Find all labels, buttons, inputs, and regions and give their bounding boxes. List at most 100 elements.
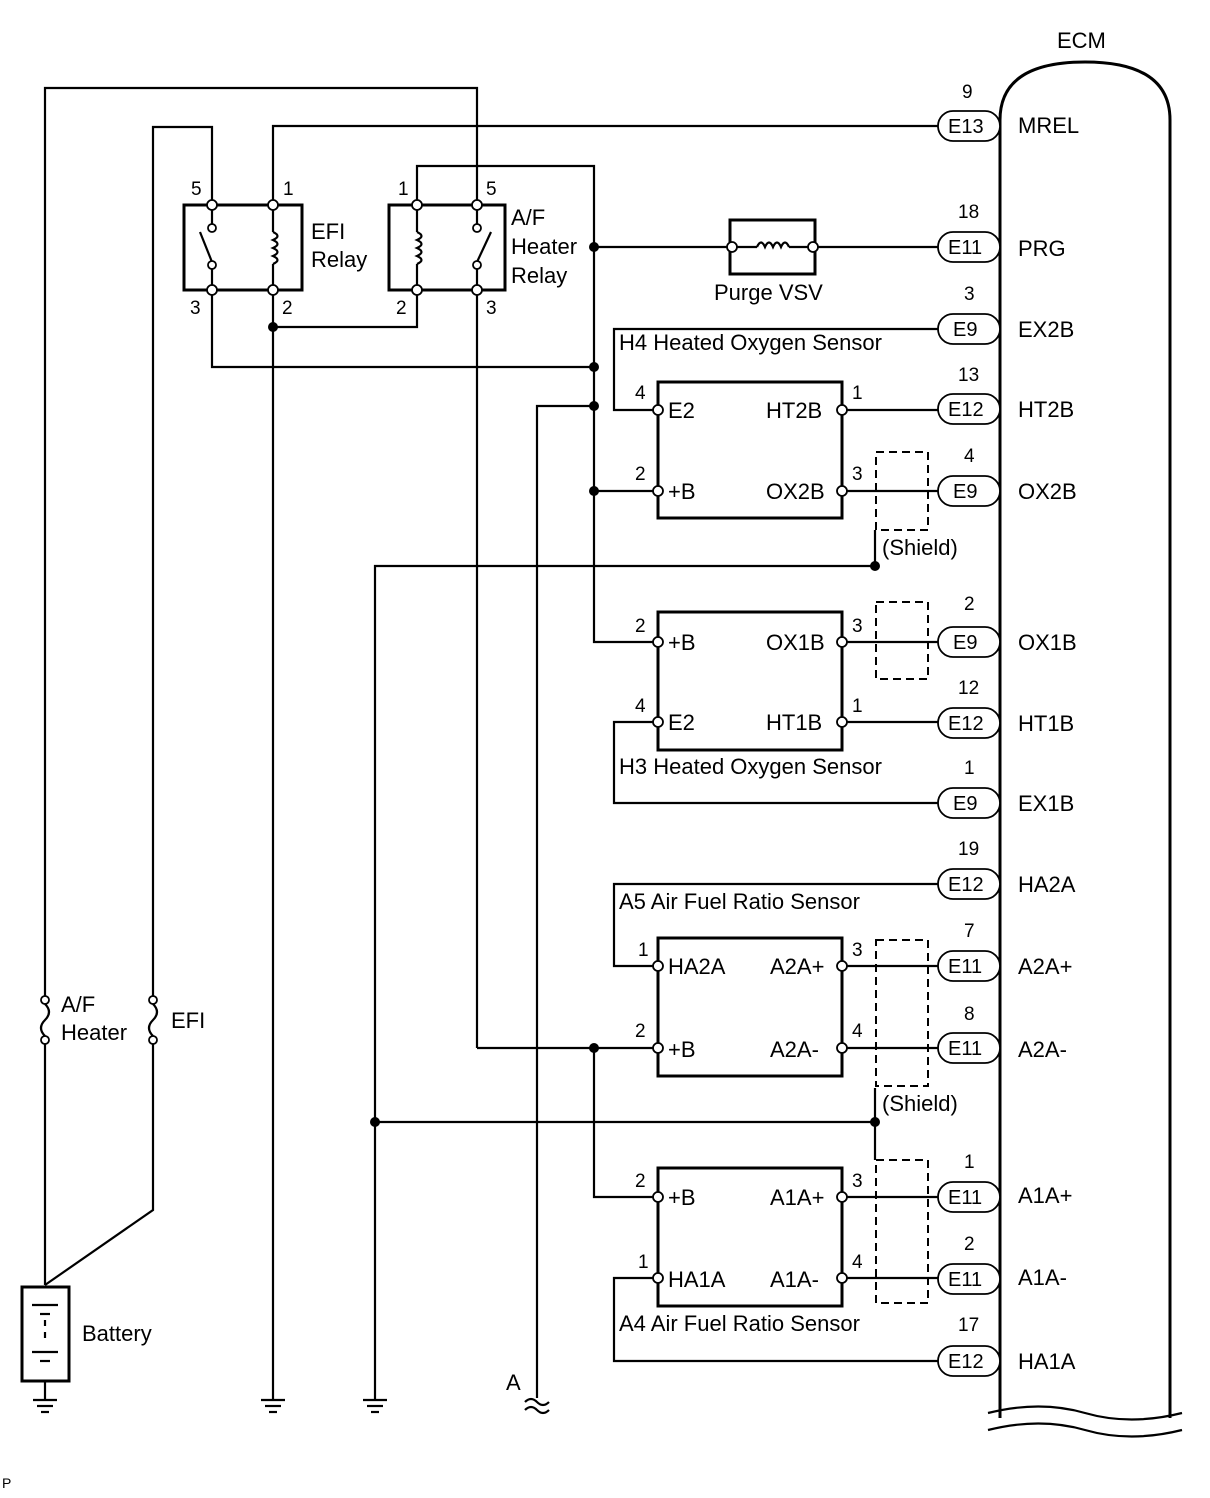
ecm-pin-ht2b: 13 E12 HT2B — [937, 365, 1074, 425]
sensor-pin-num: 4 — [635, 383, 646, 404]
ecm-connectors: 9 E13 MREL 18 E11 PRG 3 E9 EX2B 13 E12 H… — [937, 82, 1079, 1377]
sensor-a4: A4 Air Fuel Ratio Sensor 2 +B 1 HA1A 3 A… — [619, 1166, 863, 1336]
ground-a-label: A — [506, 1370, 521, 1395]
ecm-signal: HA1A — [1018, 1349, 1076, 1374]
sensor-a5: A5 Air Fuel Ratio Sensor 1 HA2A 2 +B 3 A… — [619, 889, 863, 1078]
ecm-pin-a2a-minus: 8 E11 A2A- — [937, 1004, 1067, 1064]
efi-relay-pin-2: 2 — [282, 298, 293, 319]
ecm-pin-num: 3 — [964, 284, 975, 305]
ground-icon — [261, 1398, 285, 1414]
ecm-signal: HT2B — [1018, 397, 1074, 422]
efi-relay-pin-1: 1 — [283, 179, 294, 200]
ecm-pin-mrel: 9 E13 MREL — [937, 82, 1079, 142]
sensor-h4-label: H4 Heated Oxygen Sensor — [619, 330, 882, 355]
sensor-pin-num: 1 — [852, 383, 863, 404]
ecm-signal: A2A- — [1018, 1037, 1067, 1062]
sensor-pin-name: +B — [668, 1185, 696, 1210]
ecm-conn-id: E11 — [948, 1269, 982, 1291]
sensor-pin-num: 2 — [635, 1171, 646, 1192]
sensor-pin-name: A2A+ — [770, 954, 824, 979]
sensor-pin-num: 1 — [638, 940, 649, 961]
sensor-h3-label: H3 Heated Oxygen Sensor — [619, 754, 882, 779]
battery-label: Battery — [82, 1321, 152, 1346]
sensor-a4-label: A4 Air Fuel Ratio Sensor — [619, 1311, 860, 1336]
ecm-pin-num: 18 — [958, 202, 979, 223]
ecm-pin-a2a-plus: 7 E11 A2A+ — [937, 921, 1072, 982]
af-relay-pin-5: 5 — [486, 179, 497, 200]
ecm-signal: EX1B — [1018, 791, 1074, 816]
ecm-pin-a1a-minus: 2 E11 A1A- — [937, 1234, 1067, 1295]
ecm-pin-num: 19 — [958, 839, 979, 860]
sensor-pin-num: 4 — [852, 1252, 863, 1273]
ecm-signal: HT1B — [1018, 711, 1074, 736]
ecm-pin-ox2b: 4 E9 OX2B — [937, 446, 1077, 507]
af-relay-label: Heater — [511, 234, 577, 259]
ecm-conn-id: E11 — [948, 1038, 982, 1060]
ecm-conn-id: E12 — [948, 713, 984, 735]
af-heater-relay: 1 5 2 3 A/F Heater Relay — [387, 179, 577, 319]
ecm-conn-id: E11 — [948, 237, 982, 259]
ecm-signal: HA2A — [1018, 872, 1076, 897]
efi-relay-pin-5: 5 — [191, 179, 202, 200]
wires — [43, 86, 938, 1400]
ecm-signal: A1A- — [1018, 1265, 1067, 1290]
fuse-af-heater: A/F Heater — [39, 992, 127, 1045]
ecm-pin-num: 8 — [964, 1004, 975, 1025]
ecm-conn-id: E13 — [948, 116, 984, 138]
sensor-pin-name: HT1B — [766, 710, 822, 735]
ecm-conn-id: E9 — [953, 319, 977, 341]
sensor-pin-num: 4 — [852, 1021, 863, 1042]
efi-relay-pin-3: 3 — [190, 298, 201, 319]
ecm-pin-ha2a: 19 E12 HA2A — [937, 839, 1076, 900]
sensor-pin-num: 1 — [852, 696, 863, 717]
sensor-pin-name: +B — [668, 1037, 696, 1062]
ecm-pin-ex1b: 1 E9 EX1B — [937, 758, 1074, 819]
af-relay-label: Relay — [511, 263, 567, 288]
sensor-pin-num: 1 — [638, 1252, 649, 1273]
ecm-pin-num: 1 — [964, 1152, 975, 1173]
purge-vsv: Purge VSV — [714, 218, 823, 305]
efi-relay-label: EFI — [311, 219, 345, 244]
sensor-pin-num: 3 — [852, 616, 863, 637]
af-relay-pin-3: 3 — [486, 298, 497, 319]
chassis-ground-icon: A — [506, 1370, 550, 1415]
junction-dots — [268, 242, 880, 1127]
ecm-conn-id: E9 — [953, 481, 977, 503]
sensor-pin-num: 2 — [635, 464, 646, 485]
sensor-pin-name: OX1B — [766, 630, 825, 655]
ecm-conn-id: E11 — [948, 1187, 982, 1209]
ecm-unit: ECM — [987, 28, 1183, 1438]
sensor-pin-name: +B — [668, 479, 696, 504]
footer-code: P — [2, 1475, 11, 1491]
sensor-pin-name: A1A- — [770, 1267, 819, 1292]
sensor-pin-num: 3 — [852, 940, 863, 961]
sensor-pin-num: 2 — [635, 616, 646, 637]
ecm-pin-num: 2 — [964, 1234, 975, 1255]
fuse-af-label: Heater — [61, 1020, 127, 1045]
ecm-conn-id: E9 — [953, 793, 977, 815]
ecm-pin-num: 17 — [958, 1315, 979, 1336]
purge-vsv-label: Purge VSV — [714, 280, 823, 305]
ecm-signal: A1A+ — [1018, 1183, 1072, 1208]
ground-symbols: A — [33, 1370, 550, 1415]
ecm-pin-num: 13 — [958, 365, 979, 386]
sensor-h4: H4 Heated Oxygen Sensor 4 E2 2 +B 1 HT2B… — [619, 330, 882, 520]
ground-icon — [33, 1398, 57, 1414]
shields: (Shield) (Shield) — [875, 451, 958, 1304]
ecm-conn-id: E12 — [948, 874, 984, 896]
ecm-pin-num: 9 — [962, 82, 973, 103]
ecm-signal: PRG — [1018, 236, 1066, 261]
sensor-pin-name: OX2B — [766, 479, 825, 504]
ecm-pin-num: 1 — [964, 758, 975, 779]
ecm-pin-ha1a: 17 E12 HA1A — [937, 1315, 1076, 1377]
ecm-pin-a1a-plus: 1 E11 A1A+ — [937, 1152, 1072, 1213]
ecm-signal: OX1B — [1018, 630, 1077, 655]
ecm-signal: OX2B — [1018, 479, 1077, 504]
sensor-pin-name: E2 — [668, 398, 695, 423]
ecm-conn-id: E9 — [953, 632, 977, 654]
sensor-pin-name: +B — [668, 630, 696, 655]
sensor-pin-name: A2A- — [770, 1037, 819, 1062]
sensor-a5-label: A5 Air Fuel Ratio Sensor — [619, 889, 860, 914]
efi-relay-label: Relay — [311, 247, 367, 272]
